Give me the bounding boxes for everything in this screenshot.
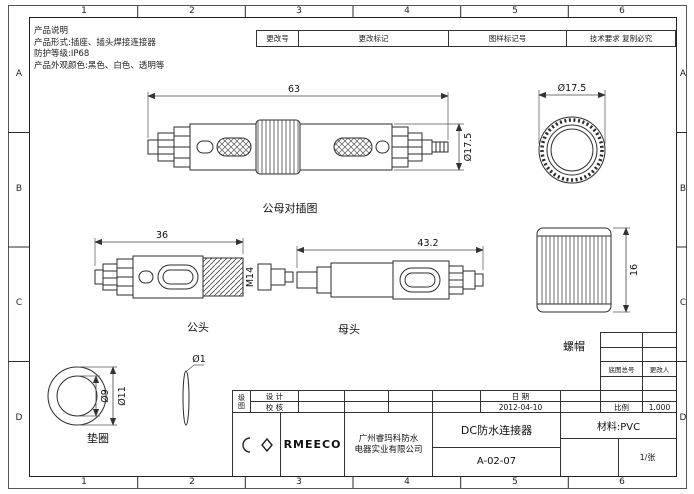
product-notes: 产品说明 产品形式:插座、插头焊接连接器 防护等级:IP68 产品外观颜色:黑色… bbox=[34, 26, 164, 72]
logo-icon bbox=[241, 436, 273, 453]
grid-col-label: 1 bbox=[81, 6, 87, 16]
cap-front-view bbox=[538, 116, 606, 184]
notes-line: 产品形式:插座、插头焊接连接器 bbox=[34, 37, 156, 48]
grid-col-label: 6 bbox=[619, 6, 625, 16]
dimension-dia-1: Ø1 bbox=[192, 354, 206, 365]
grid-col-label: 4 bbox=[404, 6, 410, 16]
record-row bbox=[601, 376, 676, 391]
grid-row-label: B bbox=[679, 184, 687, 194]
design-label: 设 计 bbox=[251, 391, 298, 402]
grid-col-label: 5 bbox=[512, 6, 518, 16]
grid-col-label: 2 bbox=[189, 6, 195, 16]
date-value: 2012-04-10 bbox=[498, 402, 543, 412]
grid-row-label: D bbox=[679, 413, 687, 423]
male-plug-view bbox=[94, 255, 294, 299]
scale-value: 1.000 bbox=[648, 402, 671, 412]
female-view-label: 母头 bbox=[338, 323, 360, 336]
product-cell: DC防水连接器 A-02-07 bbox=[433, 413, 561, 476]
nut-dimensions: 16 螺帽 bbox=[563, 227, 640, 353]
dimension-dia-11: Ø11 bbox=[117, 386, 128, 406]
material-cell: 材料:PVC 1/张 bbox=[561, 413, 676, 476]
dimension-63: 63 bbox=[288, 84, 300, 95]
grid-col-label: 1 bbox=[81, 477, 87, 487]
grid-row-label: A bbox=[679, 69, 687, 79]
male-view-label: 公头 bbox=[187, 321, 209, 334]
female-plug-view bbox=[296, 260, 484, 300]
notes-title: 产品说明 bbox=[34, 26, 69, 36]
grid-row-label: A bbox=[15, 69, 23, 79]
rev-cell: 图样标记号 bbox=[449, 31, 567, 46]
title-block-left-label: 级图 bbox=[237, 393, 246, 410]
mated-pair-dimensions: 63 Ø17.5 公母对插图 bbox=[147, 84, 474, 215]
female-plug-dimensions: 43.2 母头 bbox=[296, 238, 484, 336]
check-label: 校 核 bbox=[265, 402, 284, 412]
notes-line: 防护等级:IP68 bbox=[34, 49, 90, 59]
title-block-signature-rows: 级图 设 计 校 核 日 期 2012-04-10 比例 1.000 bbox=[233, 391, 676, 413]
scale-label: 比例 bbox=[614, 402, 629, 412]
product-name: DC防水连接器 bbox=[433, 413, 560, 448]
record-row bbox=[601, 347, 676, 362]
dimension-dia-17-5: Ø17.5 bbox=[463, 133, 474, 162]
male-plug-dimensions: 36 M14 公头 bbox=[94, 230, 256, 334]
thread-callout-m14: M14 bbox=[245, 267, 256, 287]
pin-view bbox=[182, 370, 190, 426]
grid-col-label: 3 bbox=[296, 6, 302, 16]
notes-line: 产品外观颜色:黑色、白色、透明等 bbox=[34, 60, 165, 71]
grid-col-label: 4 bbox=[404, 477, 410, 487]
rev-cell: 技术要求 复制必究 bbox=[589, 34, 653, 43]
grid-col-label: 5 bbox=[512, 477, 518, 487]
nut-side-view bbox=[536, 227, 612, 313]
grid-row-label: B bbox=[15, 184, 23, 194]
grid-tick-marks bbox=[8, 6, 687, 488]
date-label: 日 期 bbox=[481, 391, 560, 402]
pin-dimensions: Ø1 bbox=[186, 354, 206, 372]
record-label: 更改人 bbox=[649, 365, 670, 374]
washer-view-label: 垫圈 bbox=[87, 431, 109, 445]
rev-cell: 更改标记 bbox=[299, 31, 449, 46]
rev-cell: 更改号 bbox=[257, 31, 299, 46]
mated-view-label: 公母对插图 bbox=[263, 201, 318, 215]
dimension-36: 36 bbox=[156, 230, 168, 241]
dimension-dia-17-5-front: Ø17.5 bbox=[558, 83, 587, 94]
title-block-main-row: RMEECO 广州睿玛科防水 电器实业有限公司 DC防水连接器 A-02-07 … bbox=[233, 413, 676, 476]
grid-col-label: 2 bbox=[189, 477, 195, 487]
dimension-16: 16 bbox=[629, 264, 640, 276]
company-logo bbox=[233, 413, 281, 476]
revision-strip: 更改号 更改标记 图样标记号 技术要求 复制必究 bbox=[256, 30, 676, 47]
brand-name: RMEECO bbox=[281, 413, 345, 476]
cap-front-dimensions: Ø17.5 bbox=[538, 83, 606, 144]
mated-pair-view bbox=[147, 119, 449, 175]
record-label: 底图总号 bbox=[601, 362, 643, 376]
dimension-dia-9: Ø9 bbox=[100, 389, 111, 403]
washer-dimensions: Ø9 Ø11 垫圈 bbox=[77, 366, 128, 445]
grid-col-label: 6 bbox=[619, 477, 625, 487]
sheet-number: 1/张 bbox=[639, 453, 656, 462]
company-name: 广州睿玛科防水 电器实业有限公司 bbox=[345, 413, 433, 476]
record-row bbox=[601, 333, 676, 348]
company-line: 广州睿玛科防水 bbox=[358, 433, 419, 444]
nut-view-label: 螺帽 bbox=[563, 340, 585, 353]
dimension-43-2: 43.2 bbox=[417, 238, 438, 249]
material-value: 材料:PVC bbox=[561, 413, 676, 439]
title-block: 级图 设 计 校 核 日 期 2012-04-10 比例 1.000 bbox=[232, 390, 676, 476]
record-table: 底图总号 更改人 bbox=[600, 332, 676, 391]
grid-row-label: C bbox=[15, 298, 23, 308]
grid-col-label: 3 bbox=[296, 477, 302, 487]
grid-row-label: D bbox=[15, 413, 23, 423]
record-row: 底图总号 更改人 bbox=[601, 362, 676, 377]
company-line: 电器实业有限公司 bbox=[354, 444, 423, 455]
drawing-number: A-02-07 bbox=[476, 456, 517, 468]
grid-row-label: C bbox=[679, 298, 687, 308]
